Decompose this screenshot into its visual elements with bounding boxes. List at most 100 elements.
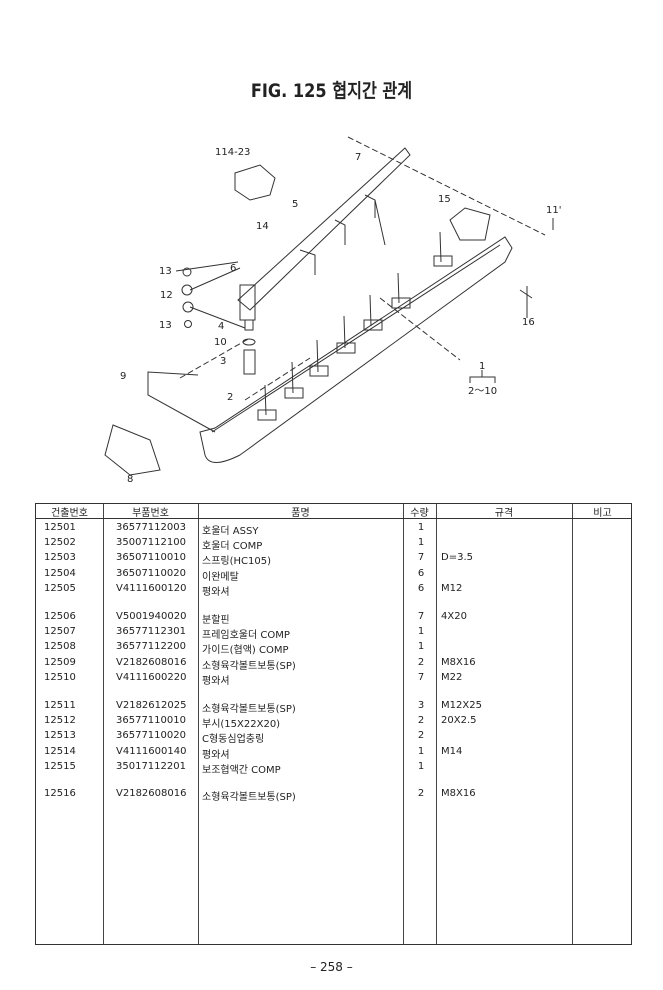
spec-cell: 4X20 xyxy=(441,611,467,622)
callout-7: 7 xyxy=(355,152,361,163)
callout-15: 15 xyxy=(438,194,451,205)
quantity-cell: 2 xyxy=(417,715,425,727)
quantity-cell: 1 xyxy=(417,641,425,653)
part-number-cell: 36577110020 xyxy=(116,730,186,742)
serial-cell: 12516 xyxy=(44,788,76,799)
table-row: 12506 V5001940020 분할핀 7 4X20 xyxy=(36,611,631,626)
part-number-cell: V4111600120 xyxy=(116,582,187,594)
serial-cell: 12501 xyxy=(44,522,76,533)
quantity-cell: 7 xyxy=(417,552,425,564)
part-name-cell: 가이드(협액) COMP xyxy=(202,645,289,657)
part-number-cell: V4111600140 xyxy=(116,745,187,757)
spec-cell: M12 xyxy=(441,582,463,594)
quantity-cell: 1 xyxy=(417,522,425,533)
serial-cell: 12509 xyxy=(44,656,76,668)
part-name-cell: 스프링(HC105) xyxy=(202,556,271,568)
quantity-cell: 2 xyxy=(417,656,425,668)
serial-cell: 12508 xyxy=(44,641,76,653)
quantity-cell: 1 xyxy=(417,745,425,757)
callout-11: 11' xyxy=(546,205,561,216)
part-name-cell: 평와셔 xyxy=(202,675,230,687)
serial-cell: 12503 xyxy=(44,552,76,564)
spec-cell: M8X16 xyxy=(441,788,476,799)
quantity-cell: 1 xyxy=(417,760,425,772)
serial-cell: 12502 xyxy=(44,537,76,549)
part-number-cell: V2182608016 xyxy=(116,788,187,799)
table-row: 12508 36577112200 가이드(협액) COMP 1 xyxy=(36,641,631,656)
quantity-cell: 7 xyxy=(417,611,425,622)
callout-1: 1 xyxy=(479,361,485,372)
serial-cell: 12512 xyxy=(44,715,76,727)
spec-cell: M8X16 xyxy=(441,656,476,668)
serial-cell: 12506 xyxy=(44,611,76,622)
spec-cell: D=3.5 xyxy=(441,552,473,564)
quantity-cell: 2 xyxy=(417,730,425,742)
callout-4: 4 xyxy=(218,321,224,332)
table-row: 12507 36577112301 프레임호울더 COMP 1 xyxy=(36,626,631,641)
serial-cell: 12515 xyxy=(44,760,76,772)
serial-cell: 12511 xyxy=(44,700,76,711)
part-number-cell: 36577112200 xyxy=(116,641,186,653)
part-number-cell: 36507110010 xyxy=(116,552,186,564)
column-divider xyxy=(436,504,437,944)
quantity-cell: 1 xyxy=(417,626,425,638)
part-name-cell: 소형육각볼트보통(SP) xyxy=(202,704,296,715)
serial-cell: 12505 xyxy=(44,582,76,594)
part-name-cell: 소형육각볼트보통(SP) xyxy=(202,660,296,672)
table-row: 12515 35017112201 보조협액간 COMP 1 xyxy=(36,761,631,776)
column-divider xyxy=(403,504,404,944)
page-number: – 258 – xyxy=(310,960,353,974)
serial-cell: 12513 xyxy=(44,730,76,742)
serial-cell: 12504 xyxy=(44,567,76,579)
part-number-cell: 36577112301 xyxy=(116,626,186,638)
header-spec: 규격 xyxy=(494,508,514,519)
header-part-number: 부품번호 xyxy=(132,508,169,519)
parts-exploded-diagram: 114-23 7 5 14 13 6 12 13 4 10 3 9 2 8 15… xyxy=(104,136,561,485)
table-row: 12503 36507110010 스프링(HC105) 7 D=3.5 xyxy=(36,552,631,567)
part-name-cell: 평와셔 xyxy=(202,749,230,761)
callout-114-23: 114-23 xyxy=(215,147,250,158)
callout-2: 2 xyxy=(227,392,233,403)
tines xyxy=(257,231,453,421)
header-part-name: 품명 xyxy=(291,508,310,519)
serial-cell: 12514 xyxy=(44,745,76,757)
part-name-cell: 이완메탈 xyxy=(202,571,239,583)
callout-8: 8 xyxy=(127,474,133,485)
column-divider xyxy=(198,504,199,944)
column-divider xyxy=(572,504,573,944)
part-number-cell: 35017112201 xyxy=(116,760,186,772)
callout-2-10: 2～10 xyxy=(468,386,497,397)
header-serial: 건출번호 xyxy=(51,508,88,519)
quantity-cell: 6 xyxy=(417,567,425,579)
column-divider xyxy=(103,504,104,944)
part-name-cell: 분할핀 xyxy=(202,615,230,626)
serial-cell: 12507 xyxy=(44,626,76,638)
callout-9: 9 xyxy=(120,371,126,382)
part-name-cell: C형동심업충링 xyxy=(202,734,265,746)
quantity-cell: 1 xyxy=(417,537,425,549)
part-name-cell: 호울더 ASSY xyxy=(202,526,259,537)
callout-12: 12 xyxy=(160,290,173,301)
main-bar xyxy=(199,236,513,463)
part-name-cell: 프레임호울더 COMP xyxy=(202,630,290,642)
spec-cell: M22 xyxy=(441,671,463,683)
part-name-cell: 평와셔 xyxy=(202,586,230,598)
quantity-cell: 2 xyxy=(417,788,425,799)
callout-13b: 13 xyxy=(159,320,172,331)
callout-3: 3 xyxy=(220,356,226,367)
callout-5: 5 xyxy=(292,199,298,210)
callout-14: 14 xyxy=(256,221,269,232)
part-name-cell: 보조협액간 COMP xyxy=(202,764,281,776)
part-number-cell: V5001940020 xyxy=(116,611,187,622)
part-number-cell: 36577112003 xyxy=(116,522,186,533)
callout-6: 6 xyxy=(230,263,236,274)
part-number-cell: V4111600220 xyxy=(116,671,187,683)
part-number-cell: 35007112100 xyxy=(116,537,186,549)
